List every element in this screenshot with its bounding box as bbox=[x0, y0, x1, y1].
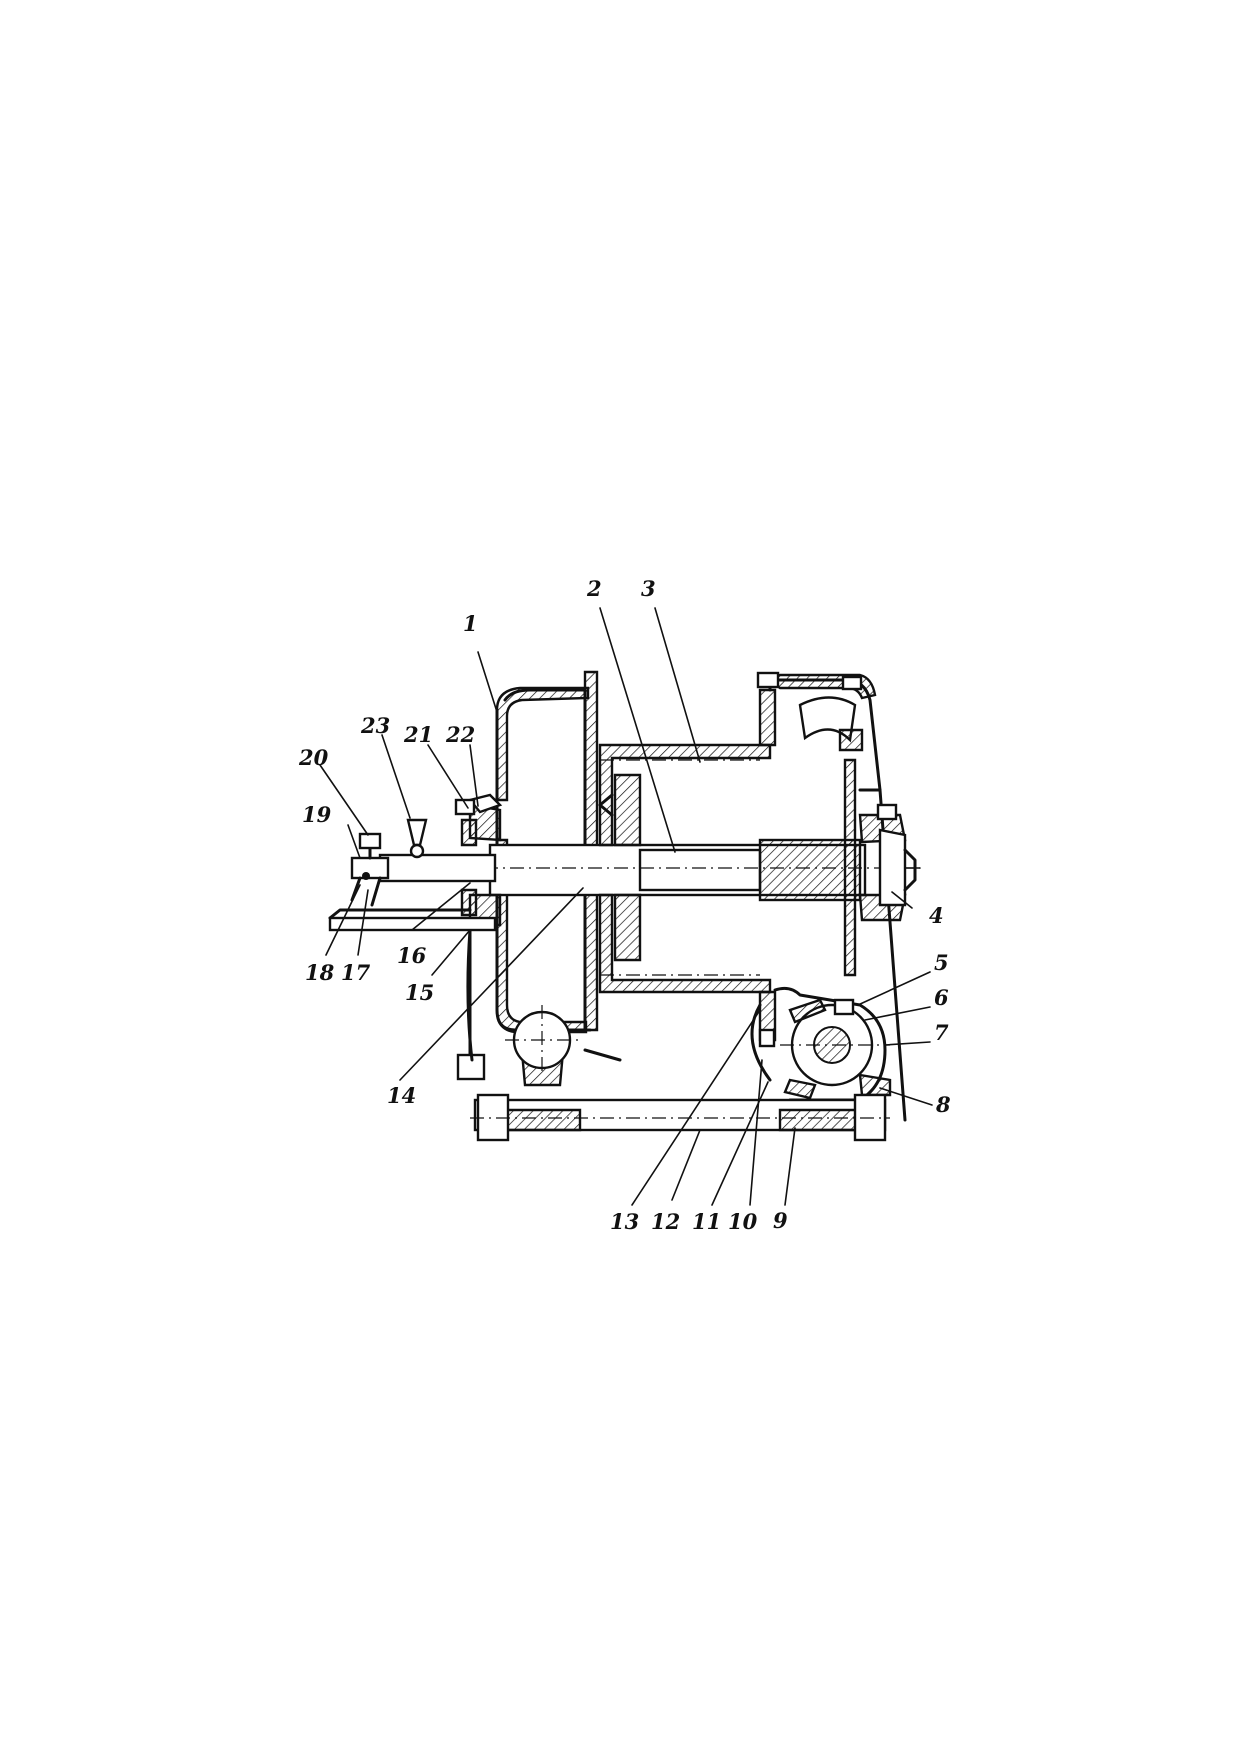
worm-gear-assembly bbox=[750, 986, 892, 1102]
callout-14: 14 bbox=[387, 1083, 416, 1108]
callout-18: 18 bbox=[305, 960, 335, 985]
callout-22: 22 bbox=[445, 722, 475, 747]
callout-1: 1 bbox=[463, 611, 478, 636]
callout-12: 12 bbox=[651, 1209, 680, 1234]
leader-lines bbox=[319, 607, 933, 1206]
callout-21: 21 bbox=[403, 722, 433, 747]
drum bbox=[598, 688, 777, 1042]
callout-9: 9 bbox=[773, 1208, 788, 1233]
callout-3: 3 bbox=[641, 576, 656, 601]
callout-17: 17 bbox=[341, 960, 371, 985]
base-frame bbox=[470, 1093, 890, 1142]
callout-6: 6 bbox=[934, 985, 949, 1010]
callout-16: 16 bbox=[397, 943, 427, 968]
callout-2: 2 bbox=[586, 576, 602, 601]
callout-7: 7 bbox=[934, 1020, 949, 1045]
input-shaft-assembly bbox=[328, 793, 503, 1081]
callout-23: 23 bbox=[360, 713, 390, 738]
right-gear-housing bbox=[756, 671, 921, 1122]
callout-4: 4 bbox=[929, 903, 944, 928]
callout-13: 13 bbox=[610, 1209, 639, 1234]
callout-20: 20 bbox=[298, 745, 329, 770]
callout-15: 15 bbox=[405, 980, 434, 1005]
callout-10: 10 bbox=[728, 1209, 758, 1234]
callout-labels: 1 2 3 4 5 6 7 8 9 10 11 12 13 14 15 16 1… bbox=[298, 576, 951, 1234]
callout-8: 8 bbox=[935, 1092, 951, 1117]
callout-19: 19 bbox=[302, 802, 332, 827]
callout-5: 5 bbox=[934, 950, 949, 975]
callout-11: 11 bbox=[692, 1209, 721, 1234]
main-shaft bbox=[380, 838, 920, 902]
